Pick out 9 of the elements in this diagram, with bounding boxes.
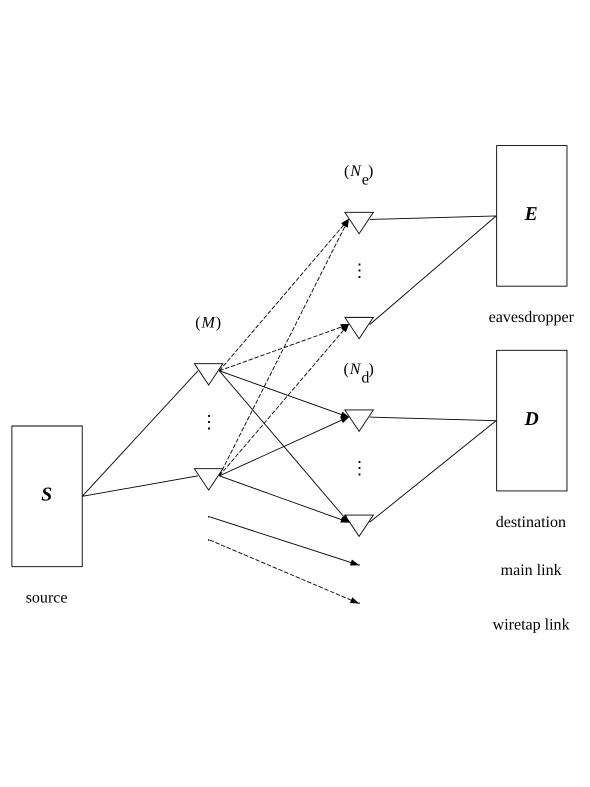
node-label: (M) <box>195 314 222 332</box>
node-label: source <box>26 590 68 607</box>
label: ⋮ <box>350 458 369 478</box>
node-label: eavesdropper <box>488 309 574 326</box>
label: ⋮ <box>200 412 218 432</box>
label: ⋮ <box>350 260 369 280</box>
legend-label: wiretap link <box>492 616 570 634</box>
legend-label: main link <box>500 562 562 580</box>
node-label: destination <box>496 514 566 531</box>
